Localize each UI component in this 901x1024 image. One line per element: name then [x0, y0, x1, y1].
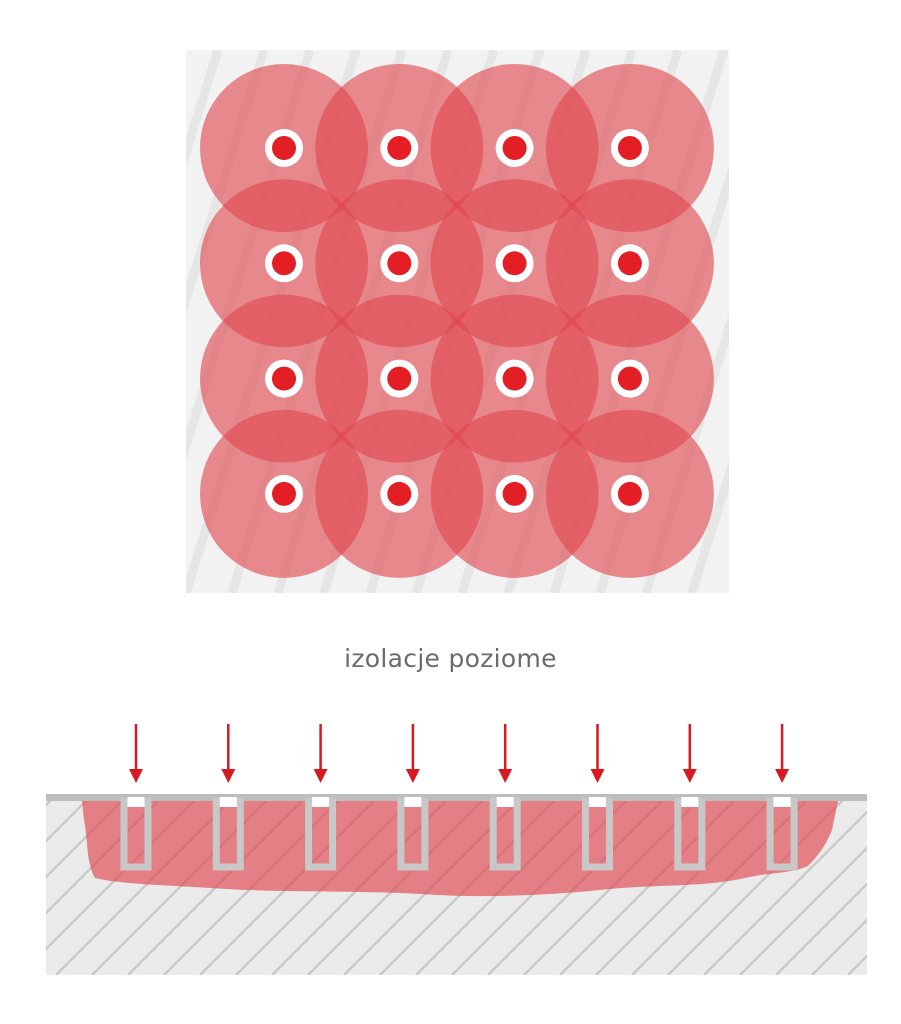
injection-points [265, 129, 649, 513]
hatch-line [0, 50, 34, 593]
injection-point [617, 481, 642, 506]
arrow-head [590, 769, 605, 783]
arrow-head [775, 769, 790, 783]
hatch-line [46, 797, 91, 843]
hatch-line [703, 810, 867, 975]
horizontal-insulation-cross-section [0, 724, 901, 975]
wall-top-surface [46, 794, 867, 801]
arrow-head [221, 769, 236, 783]
diagram-caption: izolacje poziome [344, 644, 557, 673]
boreholes [120, 797, 798, 871]
injection-point [387, 481, 412, 506]
hatch-line [0, 50, 126, 593]
borehole-opening [219, 797, 237, 807]
injection-point [617, 251, 642, 276]
spread-zones [200, 64, 714, 578]
hatch-line [830, 50, 901, 593]
hatch-line [687, 459, 729, 593]
borehole-opening [312, 797, 330, 807]
borehole-opening [496, 797, 514, 807]
borehole-opening [773, 797, 791, 807]
injection-point [387, 251, 412, 276]
injection-point [502, 251, 527, 276]
injection-point [272, 366, 296, 391]
injection-arrows [129, 724, 790, 783]
hatch-line [739, 846, 867, 975]
borehole-opening [404, 797, 422, 807]
arrow-head [405, 769, 420, 783]
injection-point [272, 481, 296, 506]
hatch-line [876, 50, 901, 593]
injection-point [387, 136, 412, 160]
hatch-line [186, 50, 223, 168]
hatch-line [775, 882, 867, 975]
impregnated-zone [82, 801, 838, 897]
injection-point [617, 136, 642, 160]
borehole-opening [589, 797, 606, 807]
hatch-line [884, 797, 901, 975]
injection-point [502, 481, 527, 506]
hatch-line [2, 50, 172, 593]
borehole-opening [127, 797, 145, 807]
injection-point [502, 366, 527, 391]
hatch-line [46, 797, 55, 807]
injection-grid-plan-view [0, 50, 901, 593]
injection-point [387, 366, 412, 391]
arrow-head [682, 769, 697, 783]
hatch-line [0, 797, 18, 975]
arrow-head [498, 769, 513, 783]
hatch-line [0, 50, 80, 593]
hatch-line [738, 50, 901, 593]
injection-point [617, 366, 642, 391]
injection-point [272, 136, 296, 160]
borehole-opening [681, 797, 699, 807]
hatch-line [784, 50, 901, 593]
hatch-line [811, 918, 867, 975]
arrow-head [313, 769, 328, 783]
arrow-head [129, 769, 143, 783]
injection-point [502, 136, 527, 160]
injection-point [272, 251, 296, 276]
